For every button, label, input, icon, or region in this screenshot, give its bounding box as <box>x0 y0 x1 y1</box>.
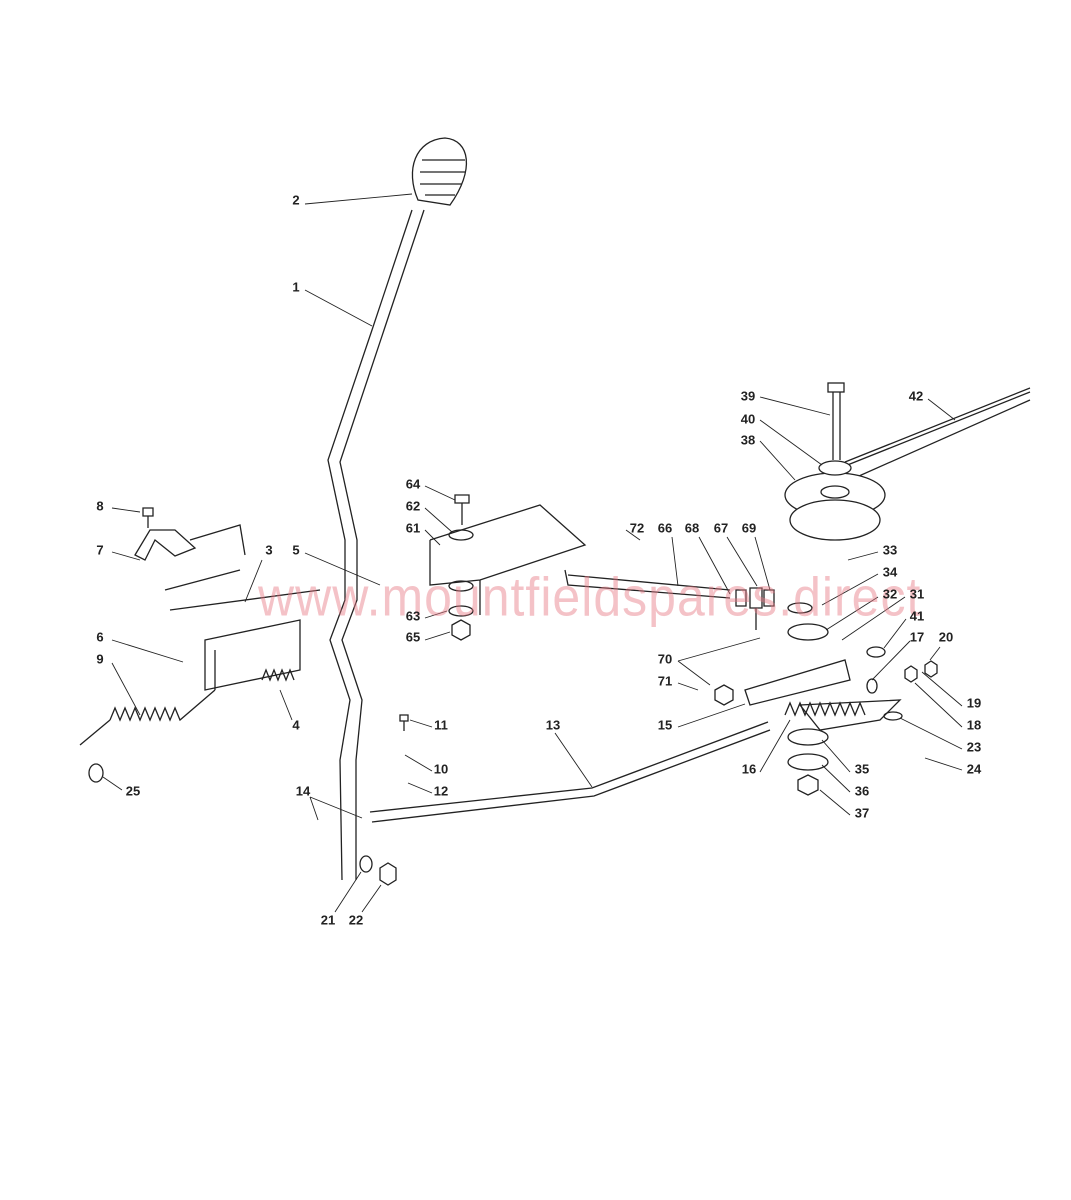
callout-label: 4 <box>292 717 300 733</box>
callout-label: 36 <box>854 783 870 799</box>
watermark: www.mountfieldspares.direct <box>258 566 922 628</box>
rod <box>369 721 771 823</box>
callout-label: 61 <box>405 520 421 536</box>
callout-label: 3 <box>265 542 273 558</box>
callout-label: 71 <box>657 673 673 689</box>
callout-label: 39 <box>740 388 756 404</box>
callout-label: 31 <box>909 586 925 602</box>
callout-label: 16 <box>741 761 757 777</box>
callout-label: 11 <box>434 717 448 733</box>
callout-label: 8 <box>96 498 104 514</box>
callout-label: 7 <box>96 542 104 558</box>
bracket <box>429 504 587 615</box>
callout-label: 9 <box>96 651 104 667</box>
callout-label: 13 <box>545 717 561 733</box>
callout-label: 72 <box>629 520 645 536</box>
callout-label: 25 <box>125 783 141 799</box>
callout-label: 34 <box>882 564 898 580</box>
callout-label: 65 <box>405 629 421 645</box>
callout-label: 12 <box>433 783 449 799</box>
callout-label: 23 <box>966 739 982 755</box>
callout-label: 20 <box>938 629 954 645</box>
callout-label: 24 <box>966 761 982 777</box>
callout-label: 41 <box>909 608 925 624</box>
callout-label: 70 <box>657 651 673 667</box>
callout-label: 33 <box>882 542 898 558</box>
callout-label: 32 <box>882 586 898 602</box>
leader-lines <box>102 193 963 913</box>
spring-4 <box>261 668 295 682</box>
pulley <box>784 382 886 541</box>
clamp <box>134 529 197 561</box>
callout-label: 35 <box>854 761 870 777</box>
callout-label: 19 <box>966 695 982 711</box>
callout-label: 15 <box>657 717 673 733</box>
callout-label: 38 <box>740 432 756 448</box>
tension-arm <box>744 659 902 731</box>
gear-lever <box>327 209 425 881</box>
callout-label: 68 <box>684 520 700 536</box>
belt <box>834 387 1031 481</box>
callout-label: 6 <box>96 629 104 645</box>
callout-label: 67 <box>713 520 729 536</box>
callout-label: 21 <box>320 912 336 928</box>
callout-label: 62 <box>405 498 421 514</box>
callout-label: 2 <box>292 192 300 208</box>
callout-label: 69 <box>741 520 757 536</box>
callout-label: 66 <box>657 520 673 536</box>
callout-label: 42 <box>908 388 924 404</box>
callout-label: 64 <box>405 476 421 492</box>
callout-label: 10 <box>433 761 449 777</box>
callout-label: 18 <box>966 717 982 733</box>
rod-66 <box>564 569 731 599</box>
callout-label: 5 <box>292 542 300 558</box>
spring-16 <box>784 701 866 717</box>
callout-label: 1 <box>292 279 300 295</box>
spring-9 <box>79 689 216 746</box>
callout-label: 63 <box>405 608 421 624</box>
callout-label: 14 <box>295 783 311 799</box>
callout-label: 40 <box>740 411 756 427</box>
pivot-bracket <box>164 524 321 691</box>
callout-label: 17 <box>909 629 925 645</box>
lever-knob <box>411 137 467 206</box>
callout-label: 37 <box>854 805 870 821</box>
washers <box>88 494 938 886</box>
callout-label: 22 <box>348 912 364 928</box>
